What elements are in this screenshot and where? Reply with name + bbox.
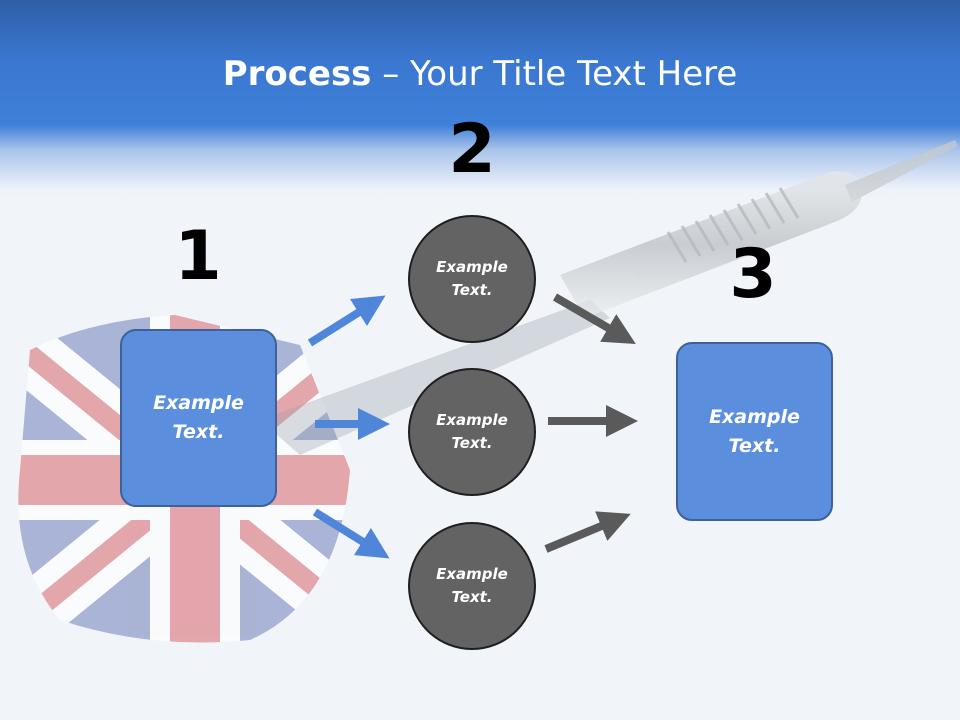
title-rest: – Your Title Text Here [371,54,738,94]
circle-top-line1: Example [436,258,508,276]
circle-top-line2: Text. [451,281,493,299]
circle-middle-line1: Example [436,411,508,429]
title-bold: Process [222,54,372,94]
circle-top-label: Example Text. [417,256,527,302]
step-2-circle-middle: Example Text. [408,368,536,496]
circle-bottom-label: Example Text. [417,563,527,609]
step-number-2: 2 [448,110,496,189]
step-2-circle-bottom: Example Text. [408,522,536,650]
step-1-box: Example Text. [120,329,277,507]
header-band [0,0,960,200]
step-3-box-line1: Example [709,405,800,428]
arrow-bottom-to-box [544,511,631,553]
step-1-box-label: Example Text. [144,389,254,447]
circle-middle-label: Example Text. [417,409,527,455]
circle-bottom-line2: Text. [451,588,493,606]
step-1-box-line1: Example [153,392,244,414]
arrow-top-to-box [552,293,636,345]
step-3-box-label: Example Text. [700,403,810,461]
arrow-to-bottom-circle [312,508,390,559]
step-3-box-line2: Text. [728,434,781,457]
step-3-box: Example Text. [676,342,833,521]
step-number-1: 1 [174,217,222,296]
arrow-to-top-circle [307,295,386,347]
step-1-box-line2: Text. [172,421,225,443]
dart-barrel-graphic [560,140,958,318]
circle-middle-line2: Text. [451,434,493,452]
page-title: Process – Your Title Text Here [0,52,960,96]
circle-bottom-line1: Example [436,565,508,583]
step-number-3: 3 [729,235,777,314]
step-2-circle-top: Example Text. [408,215,536,343]
